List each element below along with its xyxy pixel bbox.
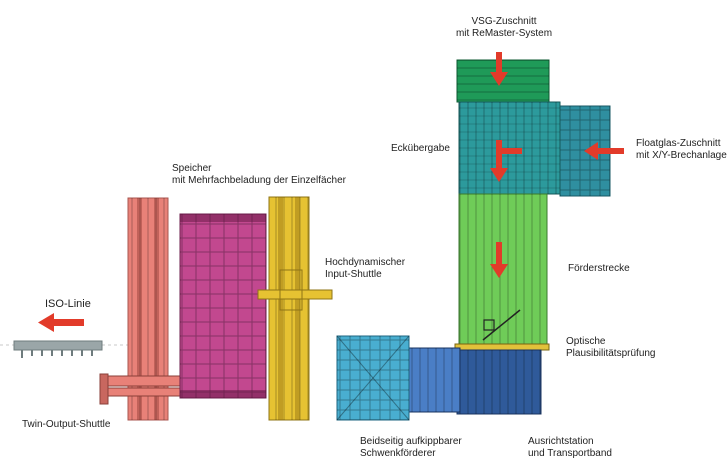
flow-arrows	[38, 52, 624, 332]
arrow-down-conveyor	[490, 242, 508, 278]
label-storage-line1: Speicher	[172, 163, 212, 174]
label-conveyor: Förderstrecke	[568, 263, 630, 274]
label-storage-line2: mit Mehrfachbeladung der Einzelfächer	[172, 175, 346, 186]
label-optical-check: Optische Plausibilitätsprüfung	[566, 336, 656, 360]
label-vsg-line2: mit ReMaster-System	[455, 28, 553, 39]
label-iso-line: ISO-Linie	[45, 298, 91, 310]
label-twin-output-shuttle: Twin-Output-Shuttle	[22, 419, 111, 430]
label-tilting-line1: Beidseitig aufkippbarer	[360, 436, 462, 447]
label-storage: Speicher mit Mehrfachbeladung der Einzel…	[172, 163, 346, 187]
label-vsg-cutting: VSG-Zuschnitt mit ReMaster-System	[444, 16, 564, 40]
label-alignment-line2: und Transportband	[528, 448, 612, 459]
label-optical-line1: Optische	[566, 336, 606, 347]
label-alignment-line1: Ausrichtstation	[528, 436, 594, 447]
label-alignment-station: Ausrichtstation und Transportband	[528, 436, 612, 460]
label-optical-line2: Plausibilitätsprüfung	[566, 348, 656, 359]
arrow-down-vsg	[490, 52, 508, 86]
label-vsg-line1: VSG-Zuschnitt	[471, 16, 537, 27]
label-input-line2: Input-Shuttle	[325, 269, 382, 280]
alignment-station	[456, 349, 542, 415]
label-input-shuttle: Hochdynamischer Input-Shuttle	[325, 257, 405, 281]
label-tilting-line2: Schwenkförderer	[360, 448, 436, 459]
label-input-line1: Hochdynamischer	[325, 257, 406, 268]
arrow-left-iso	[38, 313, 84, 332]
arrow-left-float	[584, 142, 624, 160]
optical-check-bar	[454, 343, 550, 351]
iso-line-conveyor	[0, 340, 130, 358]
label-floatglass-cutting: Floatglas-Zuschnitt mit X/Y-Brechanlage	[636, 138, 727, 162]
label-corner-transfer: Eckübergabe	[391, 143, 450, 154]
tilting-conveyor	[336, 335, 410, 421]
input-shuttle	[257, 196, 333, 421]
vsg-cutting-table	[456, 59, 550, 103]
twin-output-shuttle	[99, 197, 181, 421]
transfer-conveyor	[405, 347, 461, 413]
arrow-corner	[490, 140, 522, 182]
speicher-storage	[179, 213, 267, 399]
label-tilting-conveyor: Beidseitig aufkippbarer Schwenkförderer	[360, 436, 462, 460]
label-float-line1: Floatglas-Zuschnitt	[636, 138, 721, 149]
label-float-line2: mit X/Y-Brechanlage	[636, 150, 727, 161]
